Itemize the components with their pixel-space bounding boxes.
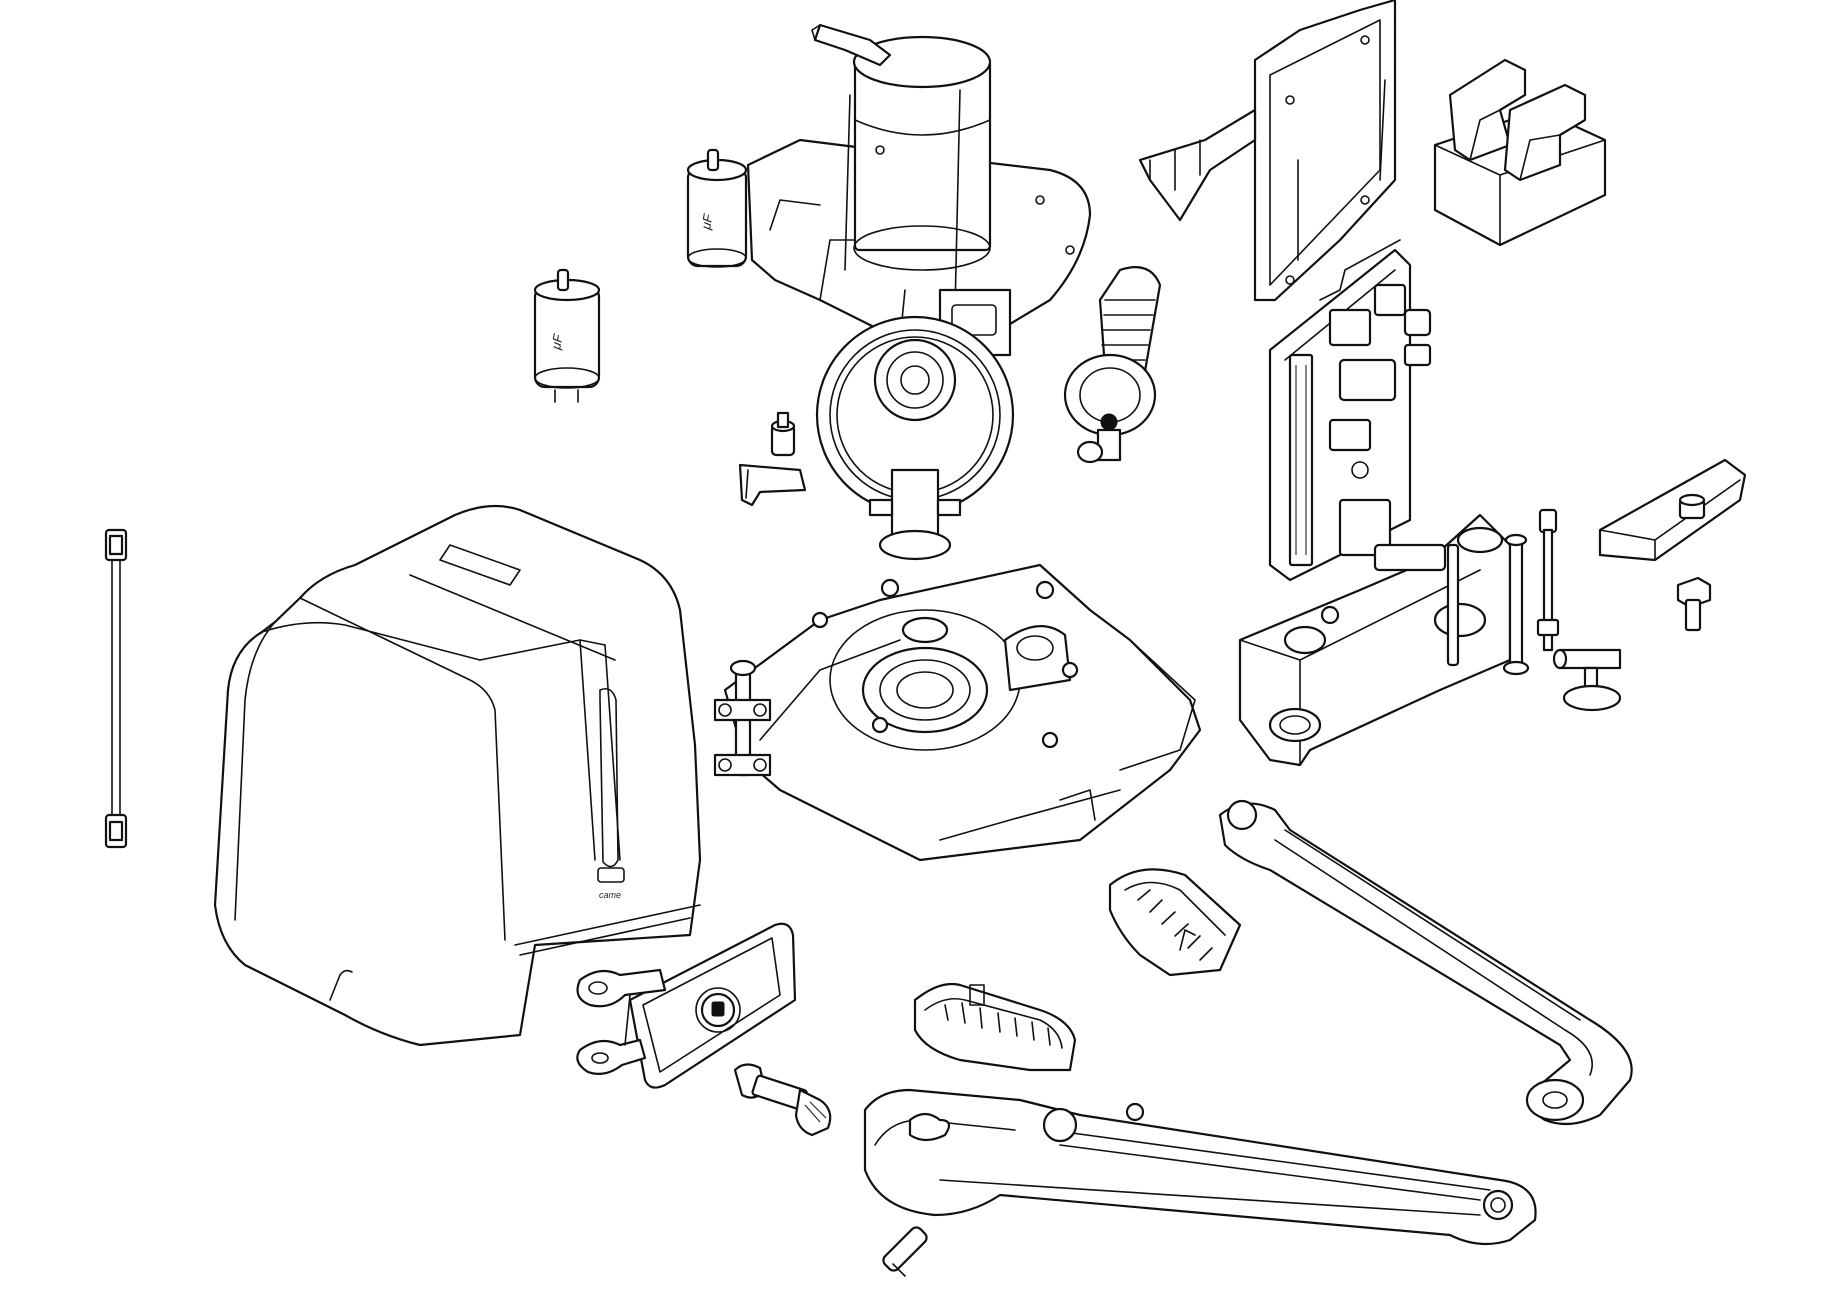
ribbon-cable	[104, 528, 128, 849]
control-board	[1268, 239, 1432, 582]
worm-shaft	[1063, 266, 1162, 464]
straight-arm	[1218, 799, 1633, 1126]
gearbox-base	[723, 563, 1202, 862]
pillar-bracket	[1238, 513, 1530, 767]
small-pin	[770, 411, 796, 457]
limit-cam-lower	[913, 982, 1077, 1072]
capacitor-motor-label: μF	[698, 212, 716, 231]
limit-shaft-assembly	[713, 659, 772, 777]
long-bolt	[1536, 508, 1560, 652]
hex-bolt	[1676, 576, 1712, 632]
cover-housing: came	[213, 504, 702, 1047]
capacitor-left: μF	[533, 268, 601, 403]
motor-assembly	[746, 23, 1092, 357]
lock-cylinder-with-key	[733, 1063, 832, 1137]
fuse	[882, 1226, 928, 1277]
limit-switch-clip	[738, 463, 807, 507]
mounting-frame	[1138, 0, 1397, 302]
main-gear	[815, 315, 1015, 561]
stop-plate	[1598, 458, 1747, 562]
capacitor-motor: μF	[686, 148, 748, 268]
cover-brand-mark: came	[599, 890, 621, 900]
release-handle-plate	[628, 922, 797, 1089]
small-bracket	[576, 968, 667, 1075]
release-pin	[1552, 648, 1622, 712]
transformer	[1433, 58, 1607, 247]
curved-arm	[863, 1088, 1537, 1246]
capacitor-left-label: μF	[548, 332, 566, 351]
limit-cam-upper	[1108, 868, 1242, 977]
